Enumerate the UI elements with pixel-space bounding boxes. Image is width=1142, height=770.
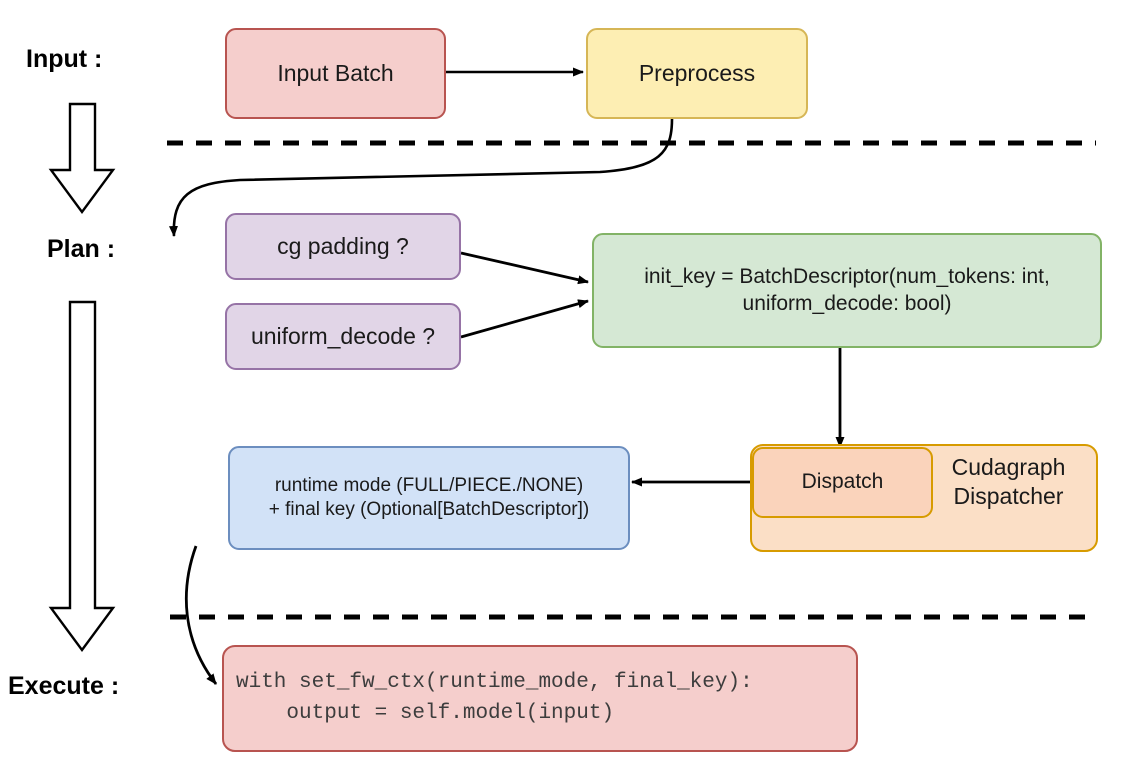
stage-label-plan: Plan :: [47, 235, 116, 263]
node-runtime-mode-line2: + final key (Optional[BatchDescriptor]): [268, 499, 590, 520]
node-execute-code-label: with set_fw_ctx(runtime_mode, final_key)…: [236, 668, 753, 729]
node-execute-code-line1: with set_fw_ctx(runtime_mode, final_key)…: [236, 671, 753, 695]
stage-arrow-plan-to-execute: [48, 300, 116, 653]
node-execute-code-line2: output = self.model(input): [236, 701, 615, 725]
node-init-key-line1: init_key = BatchDescriptor(num_tokens: i…: [644, 264, 1050, 288]
node-cudagraph-dispatcher-label: Cudagraph Dispatcher: [921, 446, 1096, 512]
node-runtime-mode[interactable]: runtime mode (FULL/PIECE./NONE) + final …: [228, 446, 630, 550]
arrow-runtime-mode-to-execute-code: [184, 545, 218, 685]
node-preprocess[interactable]: Preprocess: [586, 28, 808, 119]
node-runtime-mode-label: runtime mode (FULL/PIECE./NONE) + final …: [230, 474, 628, 523]
stage-label-input: Input :: [26, 45, 103, 73]
node-input-batch[interactable]: Input Batch: [225, 28, 446, 119]
node-uniform-decode-label: uniform_decode ?: [250, 322, 436, 349]
node-cudagraph-dispatcher-line2: Dispatcher: [953, 483, 1064, 510]
stage-arrow-input-to-plan: [48, 102, 116, 215]
node-dispatch-label: Dispatch: [801, 470, 884, 494]
node-init-key-line2: uniform_decode: bool): [742, 291, 952, 315]
arrow-preprocess-to-cg-padding: [169, 118, 674, 237]
node-init-key-label: init_key = BatchDescriptor(num_tokens: i…: [594, 264, 1100, 318]
node-init-key[interactable]: init_key = BatchDescriptor(num_tokens: i…: [592, 233, 1102, 348]
stage-label-execute: Execute :: [8, 672, 120, 700]
node-dispatch[interactable]: Dispatch: [752, 447, 933, 518]
node-input-batch-label: Input Batch: [277, 59, 394, 86]
node-preprocess-label: Preprocess: [638, 59, 756, 86]
node-execute-code[interactable]: with set_fw_ctx(runtime_mode, final_key)…: [222, 645, 858, 752]
arrow-cg-padding-to-init-key: [460, 251, 589, 285]
node-cg-padding-label: cg padding ?: [277, 232, 409, 259]
arrow-uniform-decode-to-init-key: [460, 299, 589, 339]
node-runtime-mode-line1: runtime mode (FULL/PIECE./NONE): [274, 474, 584, 496]
node-cudagraph-dispatcher-line1: Cudagraph: [951, 454, 1066, 480]
node-uniform-decode[interactable]: uniform_decode ?: [225, 303, 461, 370]
node-cg-padding[interactable]: cg padding ?: [225, 213, 461, 280]
